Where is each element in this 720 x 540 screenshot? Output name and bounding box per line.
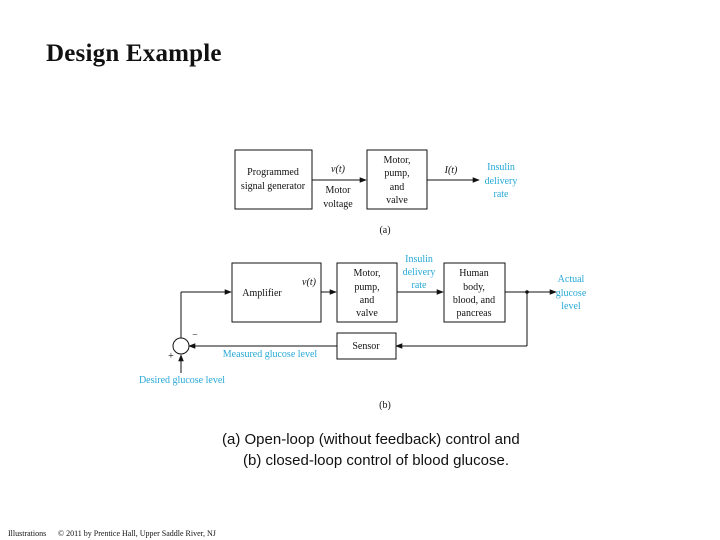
generator-label-2: signal generator <box>241 181 306 192</box>
plus-sign: + <box>168 351 174 362</box>
plant-a-1: Motor, <box>383 155 410 166</box>
plant-a-3: and <box>390 182 404 193</box>
desired-glucose: Desired glucose level <box>139 375 225 386</box>
minus-sign: − <box>192 330 198 341</box>
insulin-rate-a-2: delivery <box>485 176 518 187</box>
signal-it: I(t) <box>444 165 458 176</box>
figure-caption: (a) Open-loop (without feedback) control… <box>222 429 520 471</box>
plant-b-2: pump, <box>354 282 379 293</box>
generator-label-1: Programmed <box>247 167 299 178</box>
signal-vt-b: v(t) <box>302 277 317 288</box>
caption-line-2: (b) closed-loop control of blood glucose… <box>243 452 509 469</box>
motor-voltage-label-1: Motor <box>326 185 352 196</box>
insulin-rate-b-2: delivery <box>403 267 436 278</box>
actual-glucose-3: level <box>561 301 581 312</box>
actual-glucose-1: Actual <box>558 274 585 285</box>
plant-b-1: Motor, <box>353 268 380 279</box>
body-label-1: Human <box>459 268 488 279</box>
insulin-rate-a-1: Insulin <box>487 162 515 173</box>
plant-b-4: valve <box>356 308 378 319</box>
body-label-4: pancreas <box>457 308 492 319</box>
body-label-3: blood, and <box>453 295 495 306</box>
insulin-rate-a-3: rate <box>494 189 510 200</box>
measured-glucose: Measured glucose level <box>223 349 318 360</box>
plant-a-2: pump, <box>384 168 409 179</box>
footer-copyright: © 2011 by Prentice Hall, Upper Saddle Ri… <box>58 529 216 538</box>
summing-junction <box>172 337 190 355</box>
motor-voltage-label-2: voltage <box>323 199 353 210</box>
actual-glucose-2: glucose <box>556 288 587 299</box>
sensor-label: Sensor <box>352 341 380 352</box>
diagram-b-label: (b) <box>379 400 391 411</box>
footer-illustrations: Illustrations <box>8 529 47 538</box>
caption-line-1: (a) Open-loop (without feedback) control… <box>222 431 520 448</box>
insulin-rate-b-3: rate <box>412 280 428 291</box>
generator-block <box>234 149 313 210</box>
signal-vt-a: v(t) <box>331 164 346 175</box>
plant-a-4: valve <box>386 195 408 206</box>
insulin-rate-b-1: Insulin <box>405 254 433 265</box>
slide-title: Design Example <box>46 40 222 67</box>
diagram-a-label: (a) <box>379 225 390 236</box>
plant-b-3: and <box>360 295 374 306</box>
amplifier-label: Amplifier <box>242 288 282 299</box>
body-label-2: body, <box>463 282 485 293</box>
